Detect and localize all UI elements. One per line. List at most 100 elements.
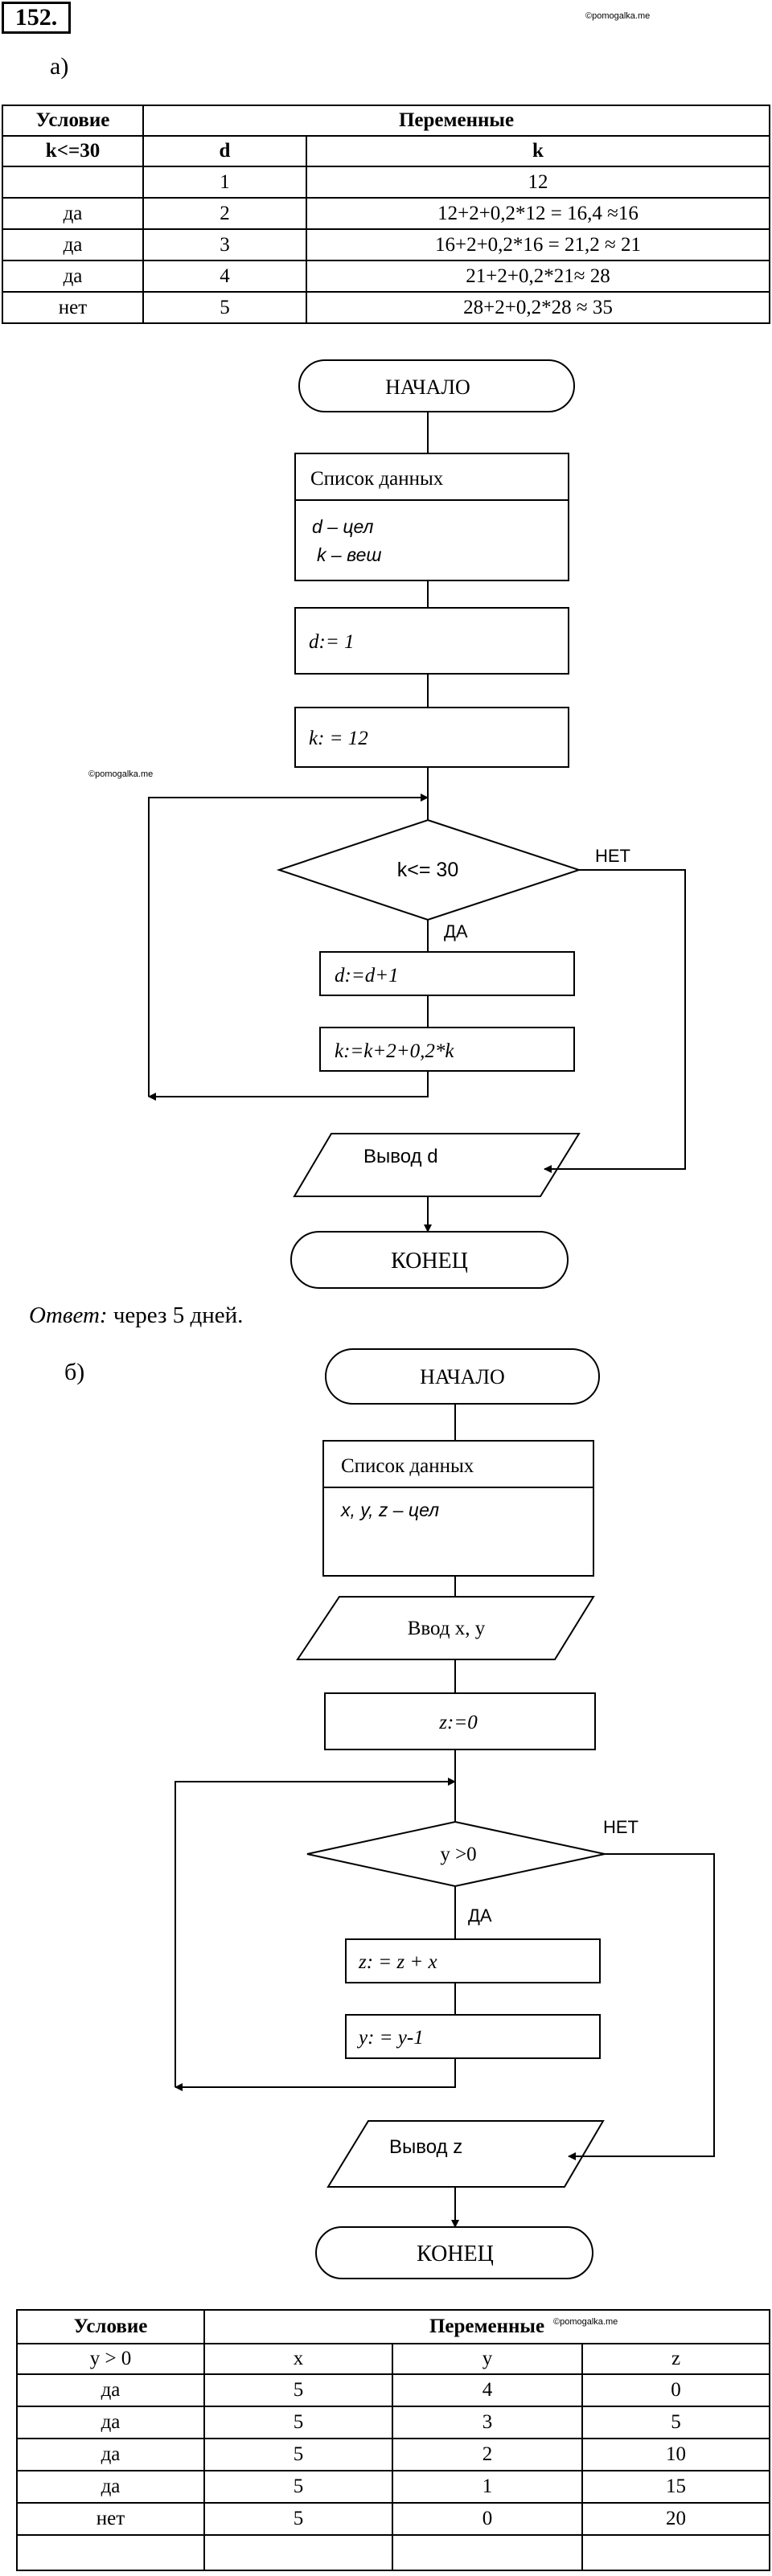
- table-cell: 4: [392, 2373, 583, 2407]
- table-a: Условие Переменные k<=30 d k 1 12 да 2 1…: [2, 105, 770, 324]
- body-y-text: y: = y-1: [356, 2027, 424, 2049]
- table-cell: 2: [392, 2438, 583, 2471]
- table-cell: 0: [392, 2502, 583, 2536]
- start-terminal-b: [325, 1348, 600, 1405]
- table-row: да 5 2 10: [16, 2438, 770, 2471]
- table-cell: [581, 2534, 770, 2571]
- yes-label: ДА: [444, 921, 468, 941]
- start-text: НАЧАЛО: [385, 375, 470, 399]
- data-line1-text-b: x, y, z – цел: [340, 1499, 439, 1520]
- table-row: 1 12: [2, 166, 770, 199]
- problem-number: 152.: [2, 2, 71, 34]
- table-cell: 0: [581, 2373, 770, 2407]
- flowchart-b: НАЧАЛО Список данных x, y, z – цел Ввод …: [175, 1348, 715, 2279]
- assign-d-text: d:= 1: [309, 631, 354, 653]
- answer-label: Ответ:: [29, 1302, 108, 1328]
- table-cell: 21+2+0,2*21≈ 28: [306, 260, 770, 293]
- table-cell: да: [2, 197, 144, 230]
- table-cell: 5: [203, 2373, 393, 2407]
- table-cell: нет: [2, 291, 144, 324]
- body-z-text: z: = z + x: [358, 1951, 437, 1973]
- table-cell: 20: [581, 2502, 770, 2536]
- output-parallelogram-b: [326, 2120, 605, 2188]
- table-row: нет 5 28+2+0,2*28 ≈ 35: [2, 291, 770, 324]
- data-title-text: Список данных: [310, 468, 444, 490]
- condition-text-b: y >0: [440, 1844, 476, 1865]
- table-cell: 1: [392, 2470, 583, 2504]
- table-row: нет 5 0 20: [16, 2502, 770, 2536]
- answer-text: через 5 дней.: [107, 1302, 244, 1328]
- body-k-text: k:=k+2+0,2*k: [335, 1040, 454, 1062]
- table-cell: да: [16, 2406, 205, 2439]
- table-cell: 5: [142, 291, 307, 324]
- table-row: да 2 12+2+0,2*12 = 16,4 ≈16: [2, 197, 770, 230]
- watermark-top: ©pomogalka.me: [585, 11, 651, 21]
- condition-text: k<= 30: [397, 859, 458, 881]
- table-a-header-condition: Условие: [2, 105, 144, 137]
- table-cell: [16, 2534, 205, 2571]
- table-cell: 10: [581, 2438, 770, 2471]
- table-row: [16, 2534, 770, 2571]
- table-cell: да: [2, 228, 144, 261]
- data-title-text-b: Список данных: [341, 1455, 474, 1477]
- assign-z-block: [324, 1692, 596, 1750]
- table-b-header-condition: Условие: [16, 2309, 205, 2344]
- assign-k-text: k: = 12: [309, 728, 368, 749]
- table-row: да 4 21+2+0,2*21≈ 28: [2, 260, 770, 293]
- table-cell: 28+2+0,2*28 ≈ 35: [306, 291, 770, 324]
- output-text: Вывод d: [363, 1146, 438, 1167]
- table-cell: 12: [306, 166, 770, 199]
- table-cell: 15: [581, 2470, 770, 2504]
- end-text: КОНЕЦ: [391, 1249, 468, 1274]
- table-cell: 5: [581, 2406, 770, 2439]
- table-row: да 5 1 15: [16, 2470, 770, 2504]
- table-cell: 1: [142, 166, 307, 199]
- table-a-header-k: k: [306, 135, 770, 167]
- output-parallelogram: [293, 1133, 581, 1197]
- data-block-b: [322, 1440, 594, 1577]
- body-k-block: [319, 1027, 575, 1072]
- table-cell: нет: [16, 2502, 205, 2536]
- table-cell: [392, 2534, 583, 2571]
- part-b-label: б): [64, 1359, 85, 1385]
- no-label: НЕТ: [595, 846, 630, 866]
- table-cell: [203, 2534, 393, 2571]
- table-a-header-cond-expr: k<=30: [2, 135, 144, 167]
- assign-z-text: z:=0: [438, 1712, 478, 1733]
- watermark-flow: ©pomogalka.me: [88, 769, 153, 779]
- table-row: да 3 16+2+0,2*16 = 21,2 ≈ 21: [2, 228, 770, 261]
- table-cell: 5: [203, 2470, 393, 2504]
- body-z-block: [345, 1938, 601, 1983]
- table-cell: 2: [142, 197, 307, 230]
- assign-k-block: [294, 707, 569, 768]
- table-b: Условие Переменные y > 0 x y z да 5 4 0 …: [16, 2309, 770, 2571]
- output-text-b: Вывод z: [389, 2136, 462, 2158]
- data-line2-text: k – веш: [317, 544, 381, 565]
- table-b-header-variables: Переменные: [203, 2309, 770, 2344]
- table-cell: да: [16, 2373, 205, 2407]
- table-b-header-z: z: [581, 2343, 770, 2375]
- flowchart-a: НАЧАЛО Список данных d – цел k – веш d:=…: [88, 359, 686, 1289]
- table-cell: да: [16, 2470, 205, 2504]
- table-cell: 12+2+0,2*12 = 16,4 ≈16: [306, 197, 770, 230]
- data-line1-text: d – цел: [312, 516, 374, 537]
- table-row: да 5 4 0: [16, 2373, 770, 2407]
- table-cell: 3: [142, 228, 307, 261]
- end-text-b: КОНЕЦ: [417, 2242, 494, 2266]
- start-text-b: НАЧАЛО: [420, 1365, 505, 1388]
- table-cell: да: [2, 260, 144, 293]
- table-a-header-d: d: [142, 135, 307, 167]
- table-b-header-y: y: [392, 2343, 583, 2375]
- table-cell: 5: [203, 2502, 393, 2536]
- body-y-block: [345, 2014, 601, 2059]
- yes-label-b: ДА: [468, 1905, 492, 1926]
- data-block: [294, 453, 569, 581]
- table-cell: 4: [142, 260, 307, 293]
- table-cell: [2, 166, 144, 199]
- no-label-b: НЕТ: [603, 1817, 639, 1837]
- table-cell: да: [16, 2438, 205, 2471]
- start-terminal: [298, 359, 575, 412]
- table-cell: 5: [203, 2406, 393, 2439]
- assign-d-block: [294, 607, 569, 675]
- body-d-block: [319, 951, 575, 996]
